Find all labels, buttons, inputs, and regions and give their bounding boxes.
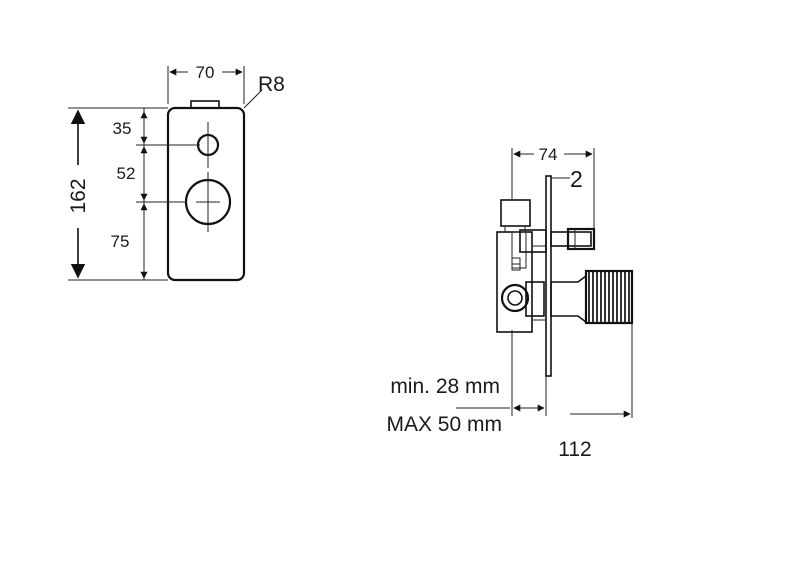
cover-plate — [166, 106, 246, 282]
width-dimension: 70 — [167, 63, 245, 104]
wall-plate — [545, 175, 552, 377]
total-label: 112 — [558, 438, 591, 461]
radius-leader: R8 — [243, 73, 285, 109]
dim-mid-label: 52 — [117, 164, 136, 183]
sub-dimensions: 35 52 75 — [111, 108, 200, 280]
valve-body — [496, 199, 546, 333]
plate-leader: 2 — [551, 166, 583, 192]
side-view: 74 2 min. 28 mm MAX 50 mm 112 — [386, 145, 634, 461]
depth-label: 74 — [539, 145, 558, 164]
height-label: 162 — [67, 178, 90, 213]
height-dimension: 162 — [67, 107, 168, 281]
upper-stem — [519, 227, 596, 253]
top-tab — [190, 100, 220, 109]
plate-label: 2 — [570, 166, 583, 192]
knob-profile — [550, 269, 634, 325]
dim-top-label: 35 — [113, 119, 132, 138]
install-dimension: min. 28 mm MAX 50 mm — [386, 330, 547, 436]
dim-bottom-label: 75 — [111, 232, 130, 251]
total-dimension: 112 — [558, 323, 633, 461]
depth-dimension: 74 — [511, 145, 595, 228]
min-label: min. 28 mm — [390, 375, 500, 398]
width-label: 70 — [196, 63, 215, 82]
front-view: 70 R8 162 35 52 75 — [67, 63, 285, 282]
radius-label: R8 — [258, 73, 285, 96]
max-label: MAX 50 mm — [386, 413, 502, 436]
